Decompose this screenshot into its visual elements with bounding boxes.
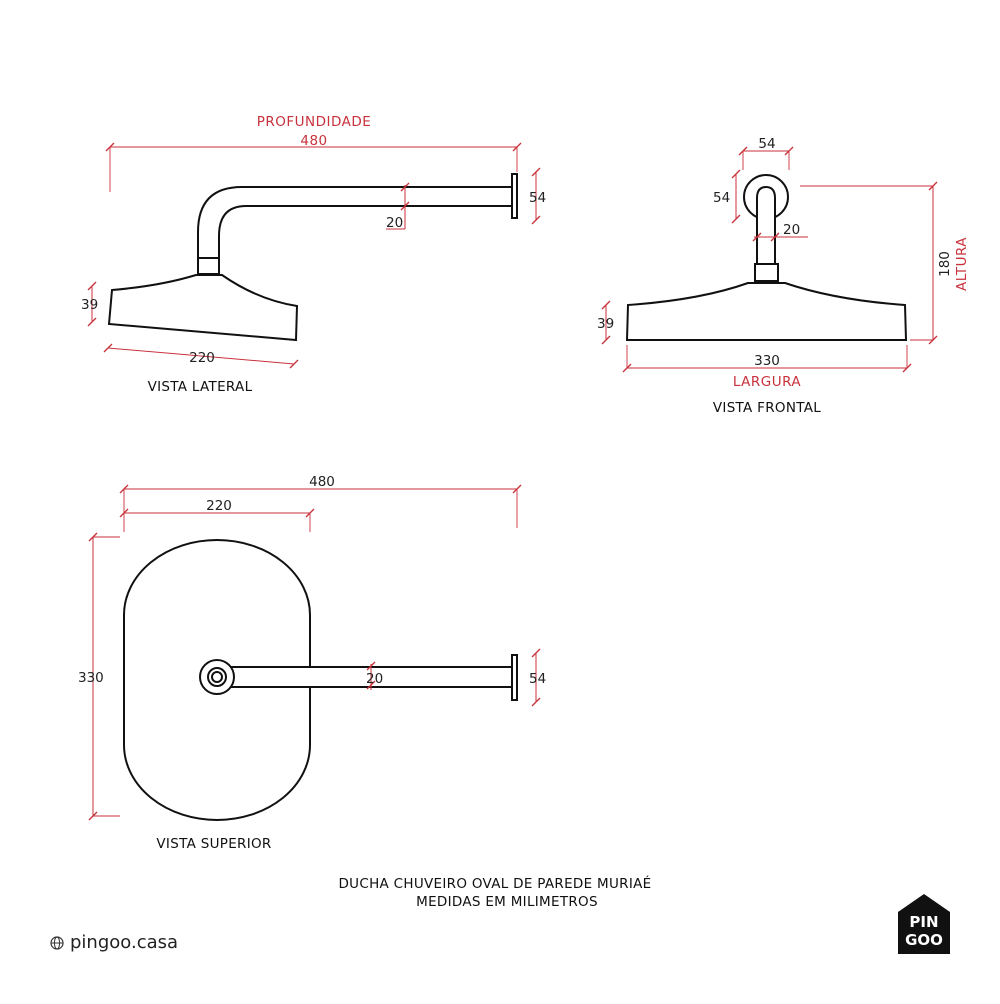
depth-label: PROFUNDIDADE <box>257 114 372 130</box>
globe-icon <box>50 935 64 950</box>
lateral-arm <box>197 186 514 258</box>
superior-collar-core <box>211 671 223 683</box>
superior-total-length-value: 480 <box>309 474 335 490</box>
lateral-view: PROFUNDIDADE 480 54 20 39 220 VISTA LATE… <box>81 114 546 395</box>
superior-head-width-value: 330 <box>78 670 104 686</box>
frontal-view: 54 54 20 180 ALTURA 39 330 LARGURA VISTA… <box>597 136 970 416</box>
lateral-collar <box>197 257 220 275</box>
frontal-height-value: 180 <box>937 251 953 277</box>
frontal-arm-value: 20 <box>783 222 800 238</box>
depth-value: 480 <box>300 133 327 149</box>
site-link[interactable]: pingoo.casa <box>50 932 178 953</box>
logo-line-1: PIN <box>909 913 938 931</box>
frontal-head-height-value: 39 <box>597 316 614 332</box>
superior-arm-value: 20 <box>366 671 383 687</box>
superior-flange <box>511 654 518 701</box>
lateral-head <box>107 274 299 342</box>
logo-line-2: GOO <box>905 931 943 949</box>
frontal-caption: VISTA FRONTAL <box>713 400 821 416</box>
lateral-arm-value: 20 <box>386 215 403 231</box>
title-line-2: MEDIDAS EM MILIMETROS <box>416 894 598 910</box>
frontal-width-label: LARGURA <box>733 374 802 390</box>
superior-flange-value: 54 <box>529 671 546 687</box>
lateral-flange <box>511 173 518 219</box>
lateral-head-length-value: 220 <box>189 350 215 366</box>
frontal-head <box>625 282 908 341</box>
frontal-arm <box>756 185 776 266</box>
frontal-height-label: ALTURA <box>954 237 970 291</box>
lateral-head-height-value: 39 <box>81 297 98 313</box>
lateral-flange-value: 54 <box>529 190 546 206</box>
frontal-flange-width-value: 54 <box>758 136 775 152</box>
superior-caption: VISTA SUPERIOR <box>156 836 271 852</box>
lateral-caption: VISTA LATERAL <box>148 379 253 395</box>
superior-head-length-value: 220 <box>206 498 232 514</box>
frontal-flange-height-value: 54 <box>713 190 730 206</box>
title-line-1: DUCHA CHUVEIRO OVAL DE PAREDE MURIAÉ <box>338 875 651 892</box>
site-text: pingoo.casa <box>70 932 179 953</box>
frontal-collar <box>754 263 779 282</box>
superior-view: 480 220 330 20 54 VISTA SUPERIOR <box>78 474 546 852</box>
frontal-width-value: 330 <box>754 353 780 369</box>
pingoo-house-logo: PIN GOO <box>898 894 950 954</box>
